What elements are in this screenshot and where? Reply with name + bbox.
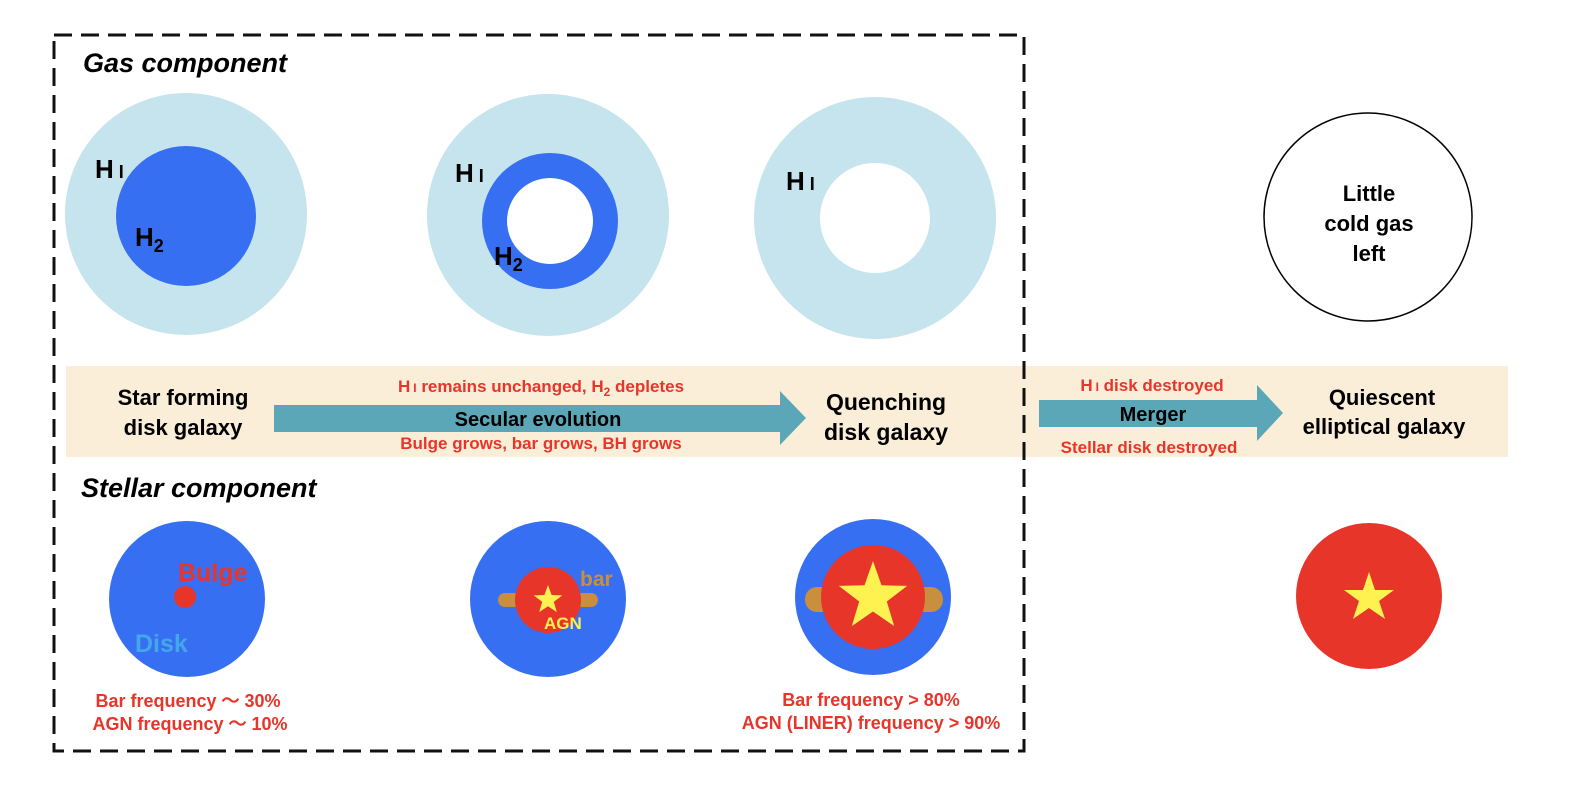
stellar-secular-evolution: bar AGN bbox=[470, 521, 626, 677]
h2-label: H2 bbox=[494, 241, 523, 275]
disk-galaxy-dashed-frame bbox=[52, 33, 1026, 753]
agn-star-icon bbox=[1344, 572, 1394, 619]
little-gas-line2: cold gas bbox=[1324, 211, 1413, 236]
agn-star-icon bbox=[838, 561, 908, 627]
quenching-label-line2: disk galaxy bbox=[824, 419, 948, 445]
small-bulge bbox=[174, 586, 196, 608]
gas-component-title: Gas component bbox=[83, 48, 288, 78]
merger-label: Merger bbox=[1120, 404, 1187, 426]
stats-right-line2: AGN (LINER) frequency > 90% bbox=[742, 713, 1001, 733]
h2-label: H2 bbox=[135, 222, 164, 256]
secular-bottom-note: Bulge grows, bar grows, BH grows bbox=[400, 434, 681, 453]
merger-arrow bbox=[1039, 385, 1283, 441]
quiescent-label-line1: Quiescent bbox=[1329, 385, 1436, 410]
disk-label: Disk bbox=[135, 630, 188, 658]
secular-evolution-label: Secular evolution bbox=[455, 409, 622, 431]
stellar-component-title: Stellar component bbox=[81, 473, 318, 503]
little-gas-line1: Little bbox=[1343, 181, 1396, 206]
gas-hole bbox=[820, 163, 930, 273]
stats-left-line2: AGN frequency ～ 10% bbox=[92, 714, 287, 734]
stats-left-line1: Bar frequency ～ 30% bbox=[95, 691, 280, 711]
bulge-label: Bulge bbox=[178, 559, 248, 587]
stellar-star-forming: Bulge Disk bbox=[109, 521, 265, 677]
stellar-elliptical bbox=[1296, 523, 1442, 669]
merger-bottom-note: Stellar disk destroyed bbox=[1061, 438, 1238, 457]
secular-evolution-arrow bbox=[274, 391, 806, 445]
agn-star-icon bbox=[533, 585, 563, 613]
star-forming-label-line1: Star forming bbox=[118, 385, 249, 410]
stellar-quenching bbox=[795, 519, 951, 675]
h2-gas-disk bbox=[116, 146, 256, 286]
star-forming-label-line2: disk galaxy bbox=[124, 415, 243, 440]
stats-right-line1: Bar frequency > 80% bbox=[782, 690, 960, 710]
agn-label: AGN bbox=[544, 614, 582, 633]
bar-label: bar bbox=[580, 568, 613, 591]
quenching-label-line1: Quenching bbox=[826, 389, 946, 415]
gas-elliptical: Little cold gas left bbox=[1263, 112, 1473, 322]
quiescent-label-line2: elliptical galaxy bbox=[1303, 414, 1466, 439]
gas-hole bbox=[507, 178, 593, 264]
empty-gas-circle bbox=[1263, 112, 1473, 322]
little-gas-line3: left bbox=[1353, 241, 1387, 266]
